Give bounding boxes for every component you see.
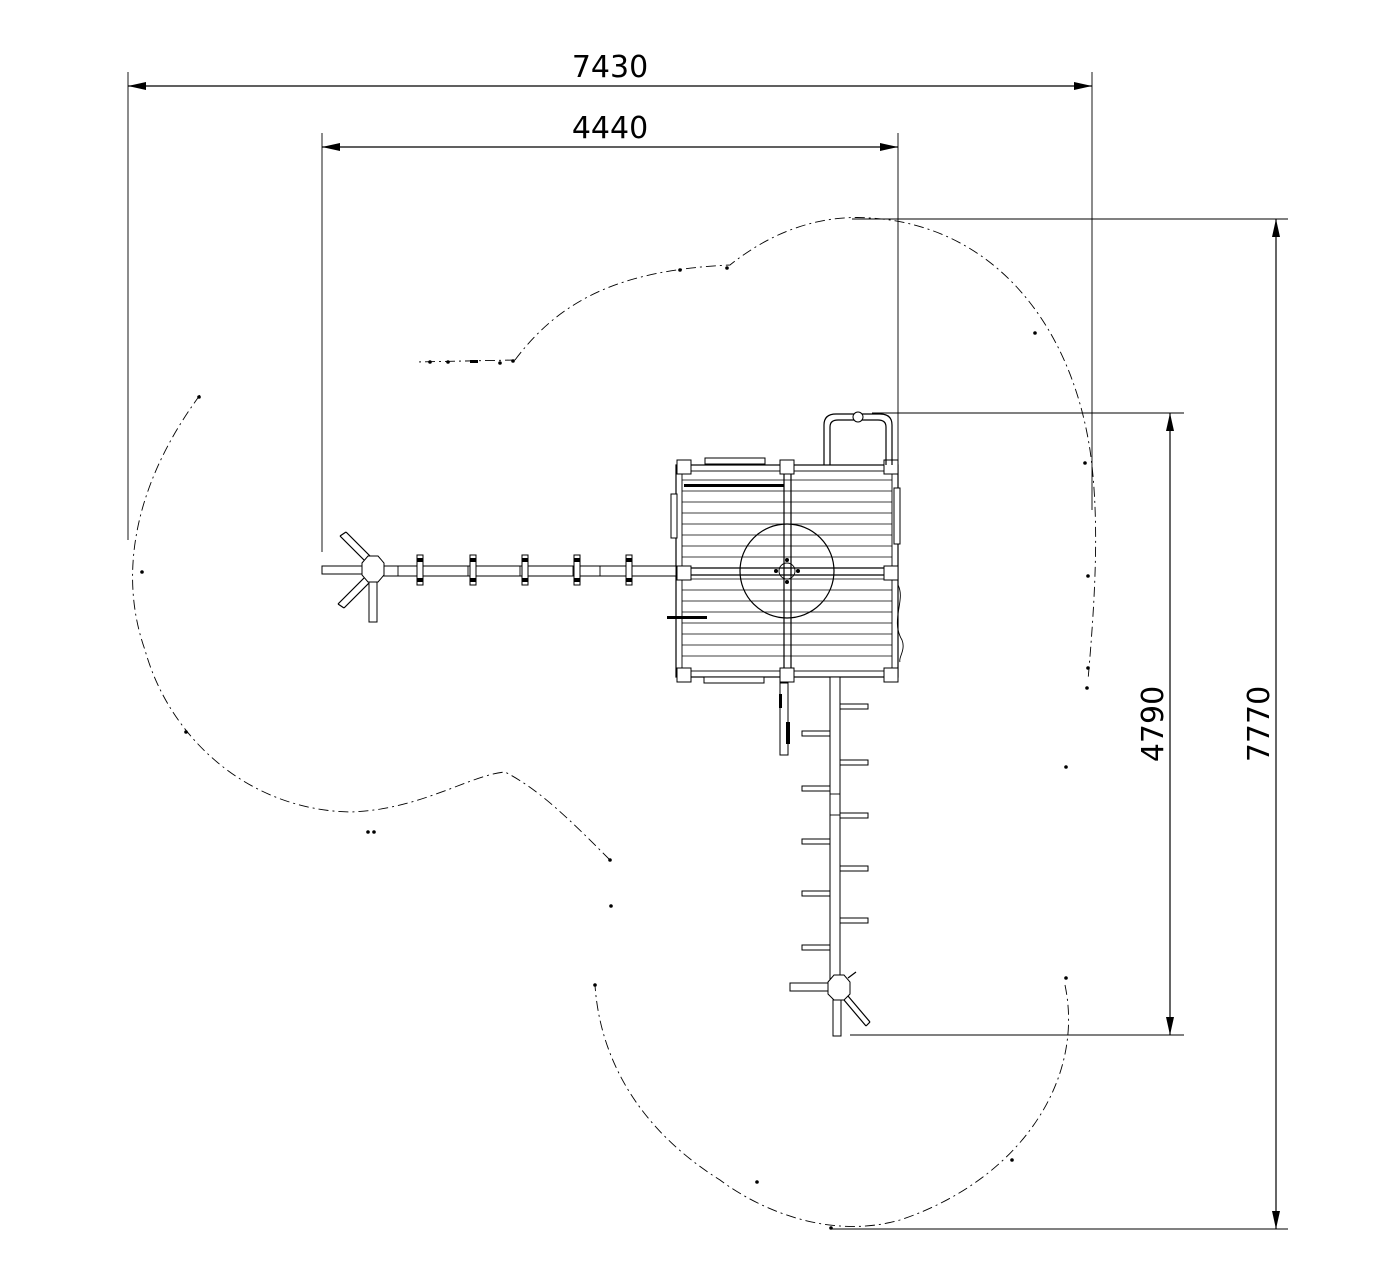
dimension-label-structure-depth: 4790 — [1136, 686, 1171, 762]
safety-zone-marks — [140, 266, 1090, 1230]
bottom-post-feet — [789, 971, 871, 1027]
horizontal-ladder — [369, 554, 677, 586]
dimension-label-structure-width: 4440 — [572, 111, 648, 146]
dimension-overall-width: 7430 — [127, 50, 1093, 540]
dimension-label-overall-depth: 7770 — [1242, 686, 1277, 762]
pole-bracket — [779, 682, 790, 756]
dimension-structure-depth: 4790 — [850, 412, 1184, 1036]
roof-circle — [739, 523, 835, 619]
platform-deck — [667, 457, 904, 684]
dimension-overall-depth: 7770 — [830, 218, 1288, 1230]
dimension-structure-width: 4440 — [321, 111, 899, 552]
safety-zone-outline — [132, 217, 1097, 1227]
left-post-feet — [321, 531, 385, 623]
climbing-ladder — [801, 676, 869, 1037]
dimension-label-overall-width: 7430 — [572, 50, 648, 85]
deck-posts — [676, 459, 899, 683]
entry-handle — [823, 411, 893, 465]
